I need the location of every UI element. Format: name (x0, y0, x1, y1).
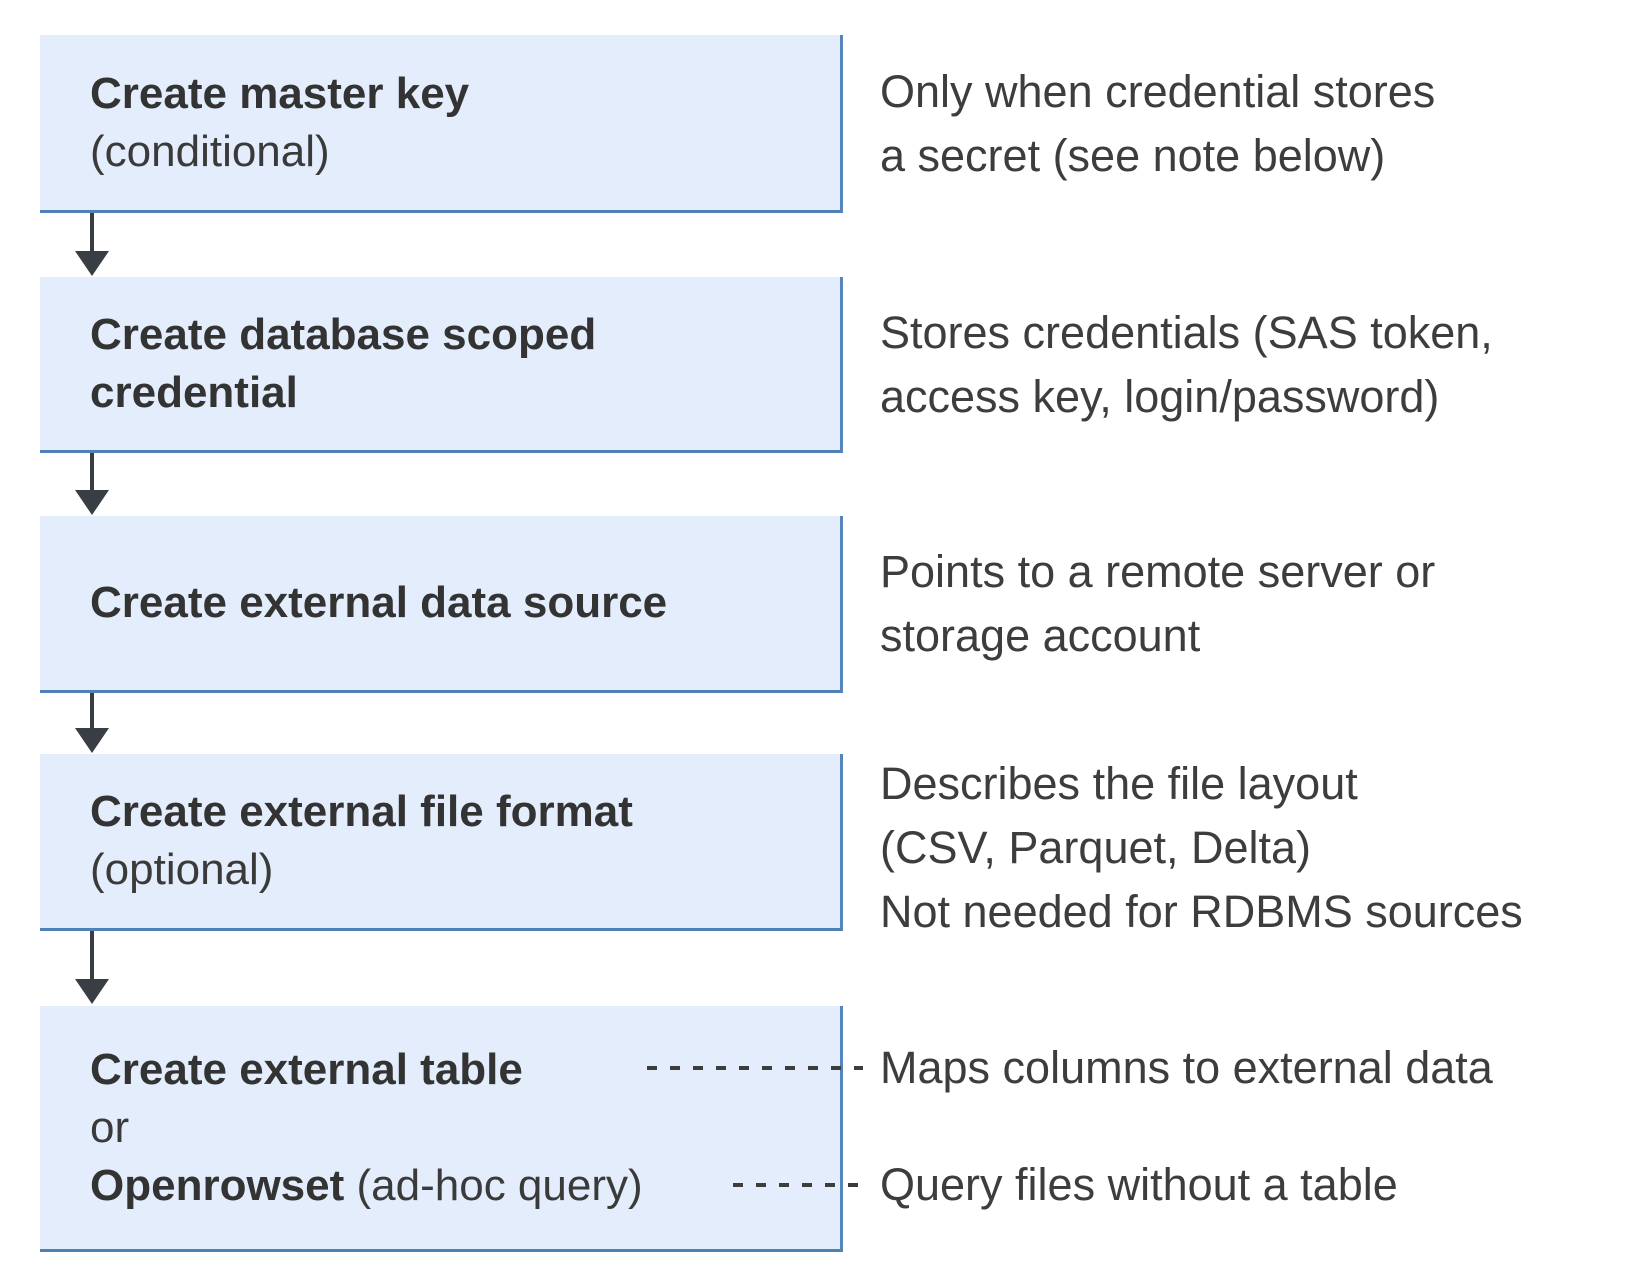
box-title: Create master key (90, 68, 470, 118)
dashed-connector (647, 1066, 863, 1070)
arrow-down-icon (75, 931, 109, 1004)
flow-box-create-external-table-or-openrowset: Create external table or Openrowset (ad-… (40, 1006, 843, 1252)
box-subtitle: (conditional) (90, 126, 330, 176)
arrow-down-icon (75, 693, 109, 753)
arrow-down-icon (75, 213, 109, 276)
openrowset-label: Openrowset (90, 1160, 345, 1210)
note-openrowset: Query files without a table (880, 1159, 1398, 1210)
arrow-down-icon (75, 453, 109, 515)
box-title: Create external file format (90, 787, 633, 836)
note-credential: Stores credentials (SAS token, access ke… (880, 307, 1493, 422)
box-title: Create external data source (90, 578, 668, 627)
box-title: Create database scoped credential (90, 309, 597, 417)
flow-box-create-master-key: Create master key (conditional) (40, 35, 843, 213)
box-alt-title-line: Openrowset (ad-hoc query) (90, 1157, 840, 1215)
or-label: or (90, 1102, 130, 1152)
box-subtitle: (optional) (90, 845, 274, 894)
dashed-connector (733, 1183, 863, 1187)
note-file-format: Describes the file layout (CSV, Parquet,… (880, 758, 1523, 937)
box-title: Create external table (90, 1041, 840, 1099)
flow-box-create-database-scoped-credential: Create database scoped credential (40, 277, 843, 453)
note-external-table: Maps columns to external data (880, 1042, 1493, 1093)
flow-box-create-external-data-source: Create external data source (40, 516, 843, 693)
openrowset-suffix: (ad-hoc query) (344, 1160, 643, 1210)
note-master-key: Only when credential stores a secret (se… (880, 66, 1436, 181)
note-data-source: Points to a remote server or storage acc… (880, 546, 1436, 661)
flow-box-create-external-file-format: Create external file format (optional) (40, 754, 843, 931)
box-title-text: Create external table (90, 1044, 523, 1094)
